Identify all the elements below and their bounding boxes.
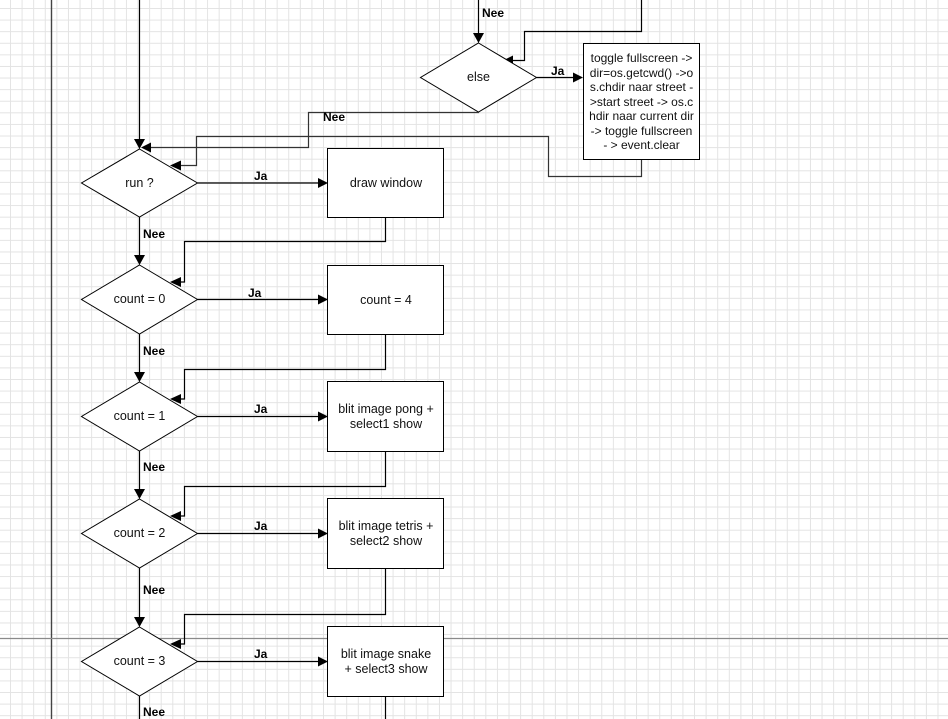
process-toggle-fullscreen-label: toggle fullscreen -> dir=os.getcwd() ->o… — [589, 51, 694, 153]
arrowhead — [134, 372, 145, 382]
decision-count-2-label: count = 2 — [113, 526, 166, 540]
arrowhead — [573, 72, 583, 83]
process-count-4-label: count = 4 — [360, 293, 412, 307]
edge-label-nee: Nee — [143, 460, 166, 474]
arrowhead — [170, 277, 181, 287]
arrowhead — [134, 617, 145, 627]
connector-toggle-run[interactable] — [180, 135, 643, 178]
connector-return-into-else[interactable] — [512, 0, 643, 62]
edge-label-nee: Nee — [143, 344, 166, 358]
edge-label-nee: Nee — [143, 583, 166, 597]
connector-pong-count2[interactable] — [180, 451, 387, 517]
edge-label-nee: Nee — [143, 227, 166, 241]
edge-label-ja: Ja — [248, 286, 262, 300]
arrowhead — [170, 639, 181, 649]
arrowhead — [318, 294, 328, 305]
process-blit-tetris[interactable] — [327, 498, 444, 569]
connector-draw-count0[interactable] — [180, 217, 387, 283]
edge-label-nee: Nee — [323, 110, 346, 124]
process-draw-window-label: draw window — [349, 176, 423, 190]
process-blit-tetris-label: blit image tetris + select2 show — [338, 519, 434, 548]
decision-run-label: run ? — [125, 176, 154, 190]
arrowhead — [141, 142, 151, 153]
process-blit-pong-label: blit image pong + select1 show — [338, 402, 434, 431]
process-blit-snake[interactable] — [327, 626, 444, 697]
process-count-4[interactable] — [327, 265, 444, 335]
edge-label-nee: Nee — [143, 705, 166, 719]
decision-else-label: else — [467, 70, 490, 84]
connector-else-run[interactable] — [150, 111, 480, 149]
arrowhead — [134, 255, 145, 265]
arrowhead — [170, 160, 181, 171]
edge-label-ja: Ja — [254, 402, 268, 416]
process-toggle-fullscreen[interactable] — [583, 43, 700, 160]
process-blit-pong[interactable] — [327, 381, 444, 452]
process-draw-window[interactable] — [327, 148, 444, 218]
arrowhead — [134, 139, 145, 149]
connector-count4-count1[interactable] — [180, 334, 387, 400]
arrowhead — [318, 656, 328, 667]
decision-count-3-label: count = 3 — [113, 654, 166, 668]
arrowhead — [170, 394, 181, 404]
decision-count-1-label: count = 1 — [113, 409, 166, 423]
edge-label-nee: Nee — [482, 6, 505, 20]
arrowhead — [318, 411, 328, 422]
arrowhead — [318, 528, 328, 539]
arrowhead — [318, 178, 328, 188]
arrowhead — [473, 33, 484, 43]
arrowhead — [170, 511, 181, 521]
process-blit-snake-label: blit image snake + select3 show — [340, 647, 432, 676]
edge-label-ja: Ja — [551, 64, 565, 78]
connector-tetris-count3[interactable] — [180, 568, 387, 645]
edge-label-ja: Ja — [254, 647, 268, 661]
arrowhead — [134, 489, 145, 499]
edge-label-ja: Ja — [254, 519, 268, 533]
decision-count-0-label: count = 0 — [113, 292, 166, 306]
edge-label-ja: Ja — [254, 169, 268, 183]
